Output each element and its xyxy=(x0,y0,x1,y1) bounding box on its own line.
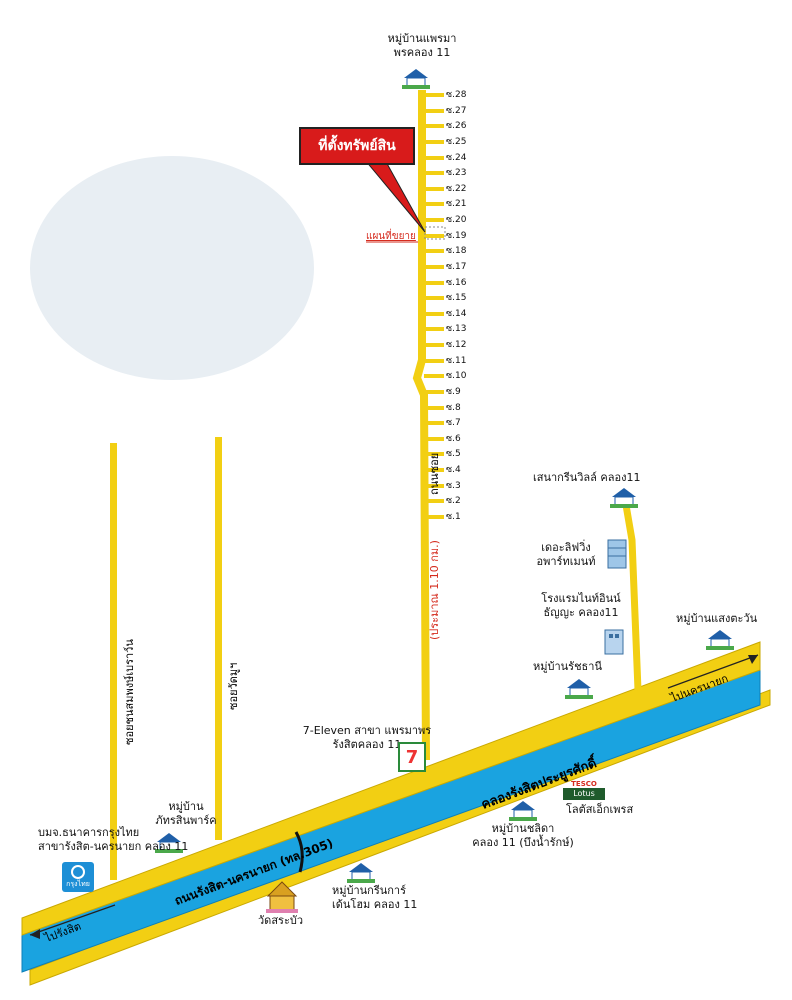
soi-label: ซ.5 xyxy=(446,449,461,459)
callout-pointer xyxy=(363,159,426,233)
lotus-logo: TESCO Lotus xyxy=(563,780,605,802)
apartment-line1: เดอะลิฟวิ่ง xyxy=(541,541,591,554)
house-icon xyxy=(155,833,183,853)
sena-green-ville-label: เสนากรีนวิลล์ คลอง11 xyxy=(533,471,641,484)
soi-label: ซ.15 xyxy=(446,293,467,303)
soi-label: ซ.2 xyxy=(446,496,461,506)
chalida-line1: หมู่บ้านชลิดา xyxy=(491,822,555,835)
top-village-label: หมู่บ้านแพรมา พรคลอง 11 xyxy=(372,32,472,60)
soi-label: ซ.3 xyxy=(446,481,461,491)
soi-label: ซ.12 xyxy=(446,340,467,350)
apartment-label: เดอะลิฟวิ่ง อพาร์ทเมนท์ xyxy=(528,541,604,569)
bank-logo-icon: กรุงไทย xyxy=(62,862,94,892)
apartment-line2: อพาร์ทเมนท์ xyxy=(536,555,596,568)
top-village-line1: หมู่บ้านแพรมา xyxy=(387,32,457,45)
soi-label: ซ.4 xyxy=(446,465,461,475)
soi-road-label: ถนนซอย xyxy=(428,452,441,495)
side-road-left-2 xyxy=(215,437,222,840)
hotel-building-icon xyxy=(604,629,624,655)
house-icon xyxy=(509,801,537,821)
soi-label: ซ.1 xyxy=(446,512,461,522)
distance-label: (ประมาณ 1.10 กม.) xyxy=(428,540,441,640)
blurred-area xyxy=(30,156,314,380)
bridge xyxy=(294,831,304,873)
side-road-sena xyxy=(622,504,642,691)
temple-label: วัดสระบัว xyxy=(258,914,304,927)
soi-label: ซ.28 xyxy=(446,90,467,100)
soi-label: ซ.21 xyxy=(446,199,467,209)
pattra-village-label: หมู่บ้าน ภัทรสินพาร์ค xyxy=(145,800,227,828)
seven-eleven-icon: 7 xyxy=(398,742,426,772)
arrow-to-rangsit xyxy=(29,904,116,936)
soi-label: ซ.11 xyxy=(446,356,467,366)
plot-marker xyxy=(424,226,446,240)
ratchanee-village-label: หมู่บ้านรัชธานี xyxy=(533,660,602,673)
house-icon xyxy=(610,488,638,508)
soi-label: ซ.25 xyxy=(446,137,467,147)
soi-label: ซ.6 xyxy=(446,434,461,444)
saengtawan-village-label: หมู่บ้านแสงตะวัน xyxy=(676,612,758,625)
bank-line1: บมจ.ธนาคารกรุงไทย xyxy=(38,826,140,839)
soi-label: ซ.18 xyxy=(446,246,467,256)
house-icon xyxy=(347,863,375,883)
soi-label: ซ.13 xyxy=(446,324,467,334)
soi-label: ซ.17 xyxy=(446,262,467,272)
arrow-to-nakhon-nayok xyxy=(667,654,759,689)
property-location-callout: ที่ตั้งทรัพย์สิน xyxy=(299,127,415,165)
soi-label: ซ.27 xyxy=(446,106,467,116)
soi-label: ซ.10 xyxy=(446,371,467,381)
soi-label: ซ.22 xyxy=(446,184,467,194)
soi-label: ซ.26 xyxy=(446,121,467,131)
hotel-line1: โรงแรมไนท์อินน์ xyxy=(541,592,621,605)
house-icon xyxy=(565,679,593,699)
main-road xyxy=(21,641,761,936)
greenary-village-label: หมู่บ้านกรีนการ์ เด้นโฮม คลอง 11 xyxy=(332,884,417,912)
bank-logo-text: กรุงไทย xyxy=(66,879,90,888)
chalida-village-label: หมู่บ้านชลิดา คลอง 11 (บึงน้ำรักษ์) xyxy=(458,822,588,850)
pattra-line1: หมู่บ้าน xyxy=(168,800,204,813)
soi-label: ซ.24 xyxy=(446,153,467,163)
soi-label: ซ.9 xyxy=(446,387,461,397)
soi-label: ซ.7 xyxy=(446,418,461,428)
soi-label: ซ.14 xyxy=(446,309,467,319)
greenary-line1: หมู่บ้านกรีนการ์ xyxy=(332,884,407,897)
soi-label: ซ.23 xyxy=(446,168,467,178)
soi-label: ซ.16 xyxy=(446,278,467,288)
building-icon xyxy=(607,539,627,569)
tesco-text: TESCO xyxy=(571,780,597,788)
hotel-label: โรงแรมไนท์อินน์ ธัญญะ คลอง11 xyxy=(536,592,626,620)
arrow-head-right xyxy=(748,655,758,664)
hotel-line2: ธัญญะ คลอง11 xyxy=(543,606,619,619)
lotus-express-label: โลตัสเอ็กเพรส xyxy=(566,803,634,816)
lotus-text: Lotus xyxy=(563,788,605,800)
soi-label: ซ.8 xyxy=(446,403,461,413)
bank-line2: สาขารังสิต-นครนายก คลอง 11 xyxy=(38,840,189,853)
seven-eleven-label: 7-Eleven สาขา แพรมาพร รังสิตคลอง 11 xyxy=(292,724,442,752)
left-road-1-label: ซอยชนสมพงษ์เบราว์น xyxy=(123,639,136,745)
left-road-2-label: ซอยวัดมูฯ xyxy=(227,662,240,710)
arrow-head-left xyxy=(30,929,40,939)
soi-lines xyxy=(424,93,444,519)
temple-icon xyxy=(266,881,298,913)
soi-label: ซ.20 xyxy=(446,215,467,225)
bank-label: บมจ.ธนาคารกรุงไทย สาขารังสิต-นครนายก คลอ… xyxy=(38,826,188,854)
house-icon xyxy=(402,69,430,89)
greenary-line2: เด้นโฮม คลอง 11 xyxy=(332,898,418,911)
chalida-line2: คลอง 11 (บึงน้ำรักษ์) xyxy=(472,836,574,849)
seven-eleven-line2: รังสิตคลอง 11 xyxy=(332,738,402,751)
top-village-line2: พรคลอง 11 xyxy=(393,46,451,59)
enlarged-map-label: แผนที่ขยาย xyxy=(366,231,416,242)
side-road-left-1 xyxy=(110,443,117,880)
soi-label: ซ.19 xyxy=(446,231,467,241)
house-icon xyxy=(706,630,734,650)
pattra-line2: ภัทรสินพาร์ค xyxy=(155,814,217,827)
seven-eleven-line1: 7-Eleven สาขา แพรมาพร xyxy=(302,724,432,737)
